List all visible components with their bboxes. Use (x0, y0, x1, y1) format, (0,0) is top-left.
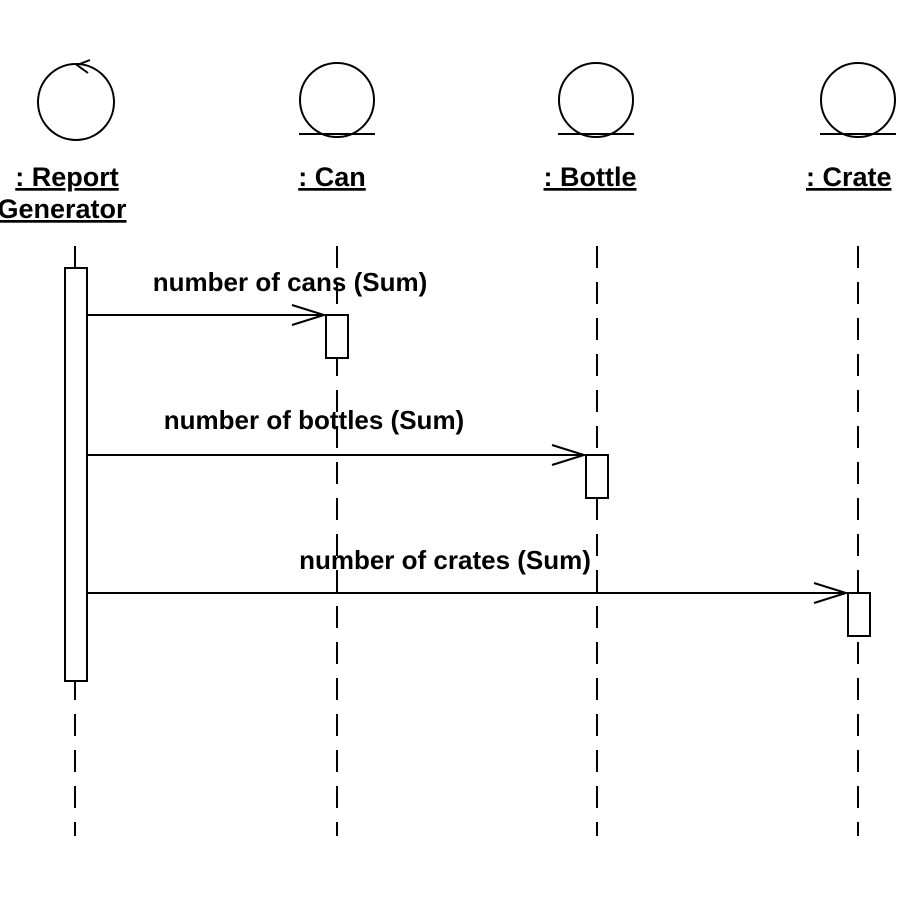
message-number-of-bottles: number of bottles (Sum) (87, 405, 588, 466)
message-label: number of bottles (Sum) (164, 405, 464, 435)
participant-name-line-2: Generator (0, 194, 127, 224)
control-icon (37, 59, 115, 141)
participant-bottle: : Bottle (544, 62, 637, 192)
activation-crate (847, 592, 871, 637)
participant-crate: : Crate (806, 62, 896, 192)
activation-report-generator (64, 267, 88, 682)
message-number-of-crates: number of crates (Sum) (87, 545, 850, 604)
message-arrow (87, 444, 588, 466)
activation-can (325, 314, 349, 359)
participant-can: : Can (298, 62, 375, 192)
participant-name: : Crate (806, 162, 892, 192)
participant-name: : Can (298, 162, 366, 192)
message-label: number of crates (Sum) (299, 545, 591, 575)
entity-icon (299, 62, 375, 138)
participant-report-generator: : Report Generator (0, 59, 127, 224)
message-arrow (87, 304, 328, 326)
participant-name-line-1: : Report (15, 162, 119, 192)
activation-bottle (585, 454, 609, 499)
message-label: number of cans (Sum) (153, 267, 427, 297)
entity-icon (820, 62, 896, 138)
message-arrow (87, 582, 850, 604)
participant-name: : Bottle (544, 162, 637, 192)
message-number-of-cans: number of cans (Sum) (87, 267, 427, 326)
entity-icon (558, 62, 634, 138)
